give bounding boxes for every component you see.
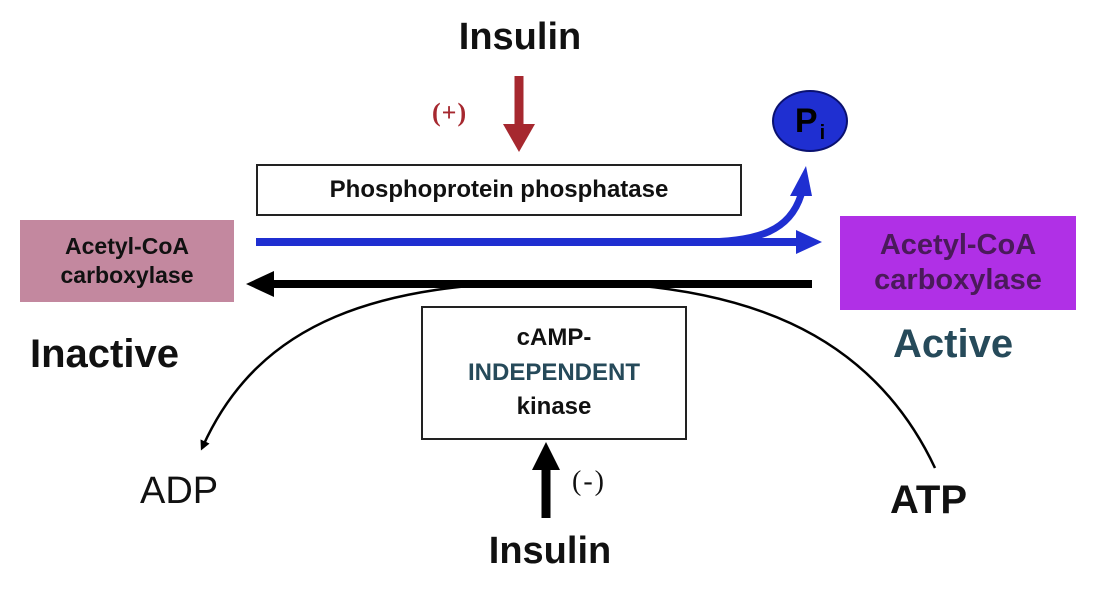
atp-adp-arc	[200, 280, 937, 469]
kinase-line3: kinase	[516, 393, 592, 421]
insulin-top-label: Insulin	[458, 16, 582, 58]
pi-subscript: i	[819, 121, 826, 144]
insulin-activation-arrow	[503, 76, 535, 152]
kinase-box: cAMP- INDEPENDENT kinase	[421, 306, 687, 440]
kinase-line2: INDEPENDENT	[467, 358, 641, 386]
inactive-state-label: Inactive	[30, 332, 179, 376]
phosphatase-label: Phosphoprotein phosphatase	[329, 176, 669, 203]
phosphorylation-arrow	[246, 271, 812, 297]
pi-release-arrow	[699, 166, 812, 246]
insulin-positive-effect: (+)	[432, 98, 468, 127]
insulin-bottom-label: Insulin	[488, 530, 612, 572]
active-state-label: Active	[893, 322, 1014, 366]
active-enzyme-box: Acetyl-CoA carboxylase	[840, 216, 1076, 310]
active-enzyme-line2: carboxylase	[874, 264, 1042, 296]
inactive-enzyme-line2: carboxylase	[60, 262, 194, 288]
kinase-line1: cAMP-	[516, 323, 592, 351]
phosphatase-box: Phosphoprotein phosphatase	[256, 164, 742, 216]
inactive-enzyme-box: Acetyl-CoA carboxylase	[20, 220, 234, 302]
insulin-inhibition-arrow	[532, 442, 560, 518]
adp-label: ADP	[140, 470, 219, 512]
pi-label: P	[794, 101, 818, 140]
inactive-enzyme-line1: Acetyl-CoA	[65, 233, 189, 260]
active-enzyme-line1: Acetyl-CoA	[879, 229, 1037, 262]
atp-label: ATP	[890, 478, 968, 522]
insulin-negative-effect: (-)	[572, 466, 606, 497]
